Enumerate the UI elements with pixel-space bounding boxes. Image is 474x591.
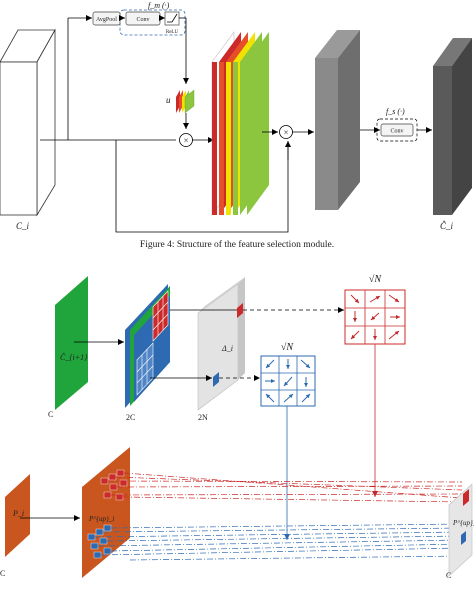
p-up-plane — [82, 447, 130, 578]
multiply-icon-1: × — [183, 136, 188, 146]
c-top-label: C — [48, 410, 53, 419]
p-up-right-label: P^{up}_i — [452, 519, 474, 527]
input-label: C_i — [16, 221, 30, 231]
offset-plane — [125, 284, 170, 408]
p-i-plane — [5, 474, 30, 557]
blue-offset-grid — [260, 355, 316, 407]
c-right-label: C — [446, 571, 451, 580]
input-feature-block — [0, 28, 56, 217]
delta-label: Δ_i — [221, 344, 233, 353]
green-plane — [55, 276, 88, 410]
two-c-label: 2C — [126, 413, 135, 422]
sqrt-n-red-label: √N — [369, 274, 382, 285]
relu-label: ReLU — [166, 30, 179, 35]
multiply-icon-2: × — [283, 128, 288, 138]
two-n-label: 2N — [198, 413, 208, 422]
fs-label: f_s (·) — [386, 107, 405, 116]
delta-red-cell — [237, 303, 243, 318]
fm-label: f_m (·) — [148, 1, 170, 10]
figure-caption: Figure 4: Structure of the feature selec… — [140, 239, 334, 250]
p-i-label: P_i — [12, 509, 24, 518]
offset-blue-grid — [136, 342, 154, 396]
red-offset-grid — [344, 289, 406, 345]
output-label: Ĉ_i — [440, 221, 454, 231]
p-up-label: P^{up}_i — [88, 515, 114, 523]
skip-connection-line — [115, 140, 289, 233]
delta-blue-cell — [213, 372, 219, 387]
output-feature-block — [433, 38, 472, 215]
output-blue-cell — [461, 531, 466, 545]
bottom-figure: Ĉ_{i+1} C 2C — [0, 274, 474, 580]
conv-box-2 — [380, 123, 414, 137]
relu-icon — [167, 13, 178, 23]
avgpool-label: AvgPool — [96, 17, 117, 23]
output-plane — [448, 483, 473, 577]
output-red-cell — [463, 489, 469, 506]
red-projection-lines — [107, 472, 463, 503]
offset-red-grid — [152, 290, 169, 342]
conv-label-1: Conv — [136, 17, 149, 23]
u-label: u — [166, 95, 171, 105]
top-figure: C_i f_m (·) AvgPool Conv ReLU u — [0, 1, 472, 250]
gray-feature-block — [315, 30, 360, 210]
c-hat-label: Ĉ_{i+1} — [60, 352, 88, 362]
blue-projection-lines — [94, 523, 463, 561]
weighted-feature-stack — [211, 31, 269, 216]
conv-label-2: Conv — [390, 129, 403, 135]
c-left-label: C — [0, 569, 5, 578]
sqrt-n-blue-label: √N — [281, 342, 294, 353]
u-weight-stack — [176, 89, 195, 114]
